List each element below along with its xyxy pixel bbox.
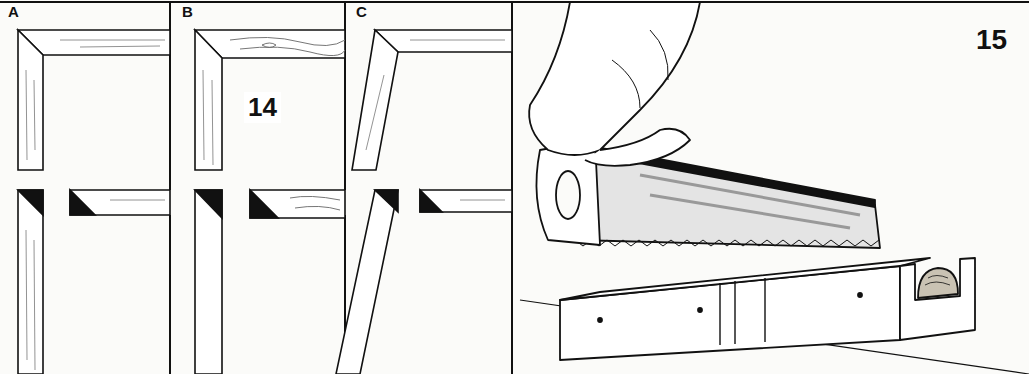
panel-letter: C <box>356 3 367 20</box>
cut-pieces-b <box>195 190 345 374</box>
panel-letter: A <box>8 3 19 20</box>
hand-and-arm <box>529 2 700 166</box>
tenon-saw <box>536 140 880 248</box>
frame-corner-b <box>195 30 345 170</box>
panel-letter: B <box>182 3 193 20</box>
figure-number: 15 <box>976 24 1007 56</box>
cut-pieces-c <box>336 190 512 374</box>
figure-number: 14 <box>244 92 281 123</box>
frame-corner-a <box>18 30 170 170</box>
frame-corner-c <box>352 30 512 170</box>
mitre-box <box>520 258 1029 374</box>
cut-pieces-a <box>18 190 170 374</box>
